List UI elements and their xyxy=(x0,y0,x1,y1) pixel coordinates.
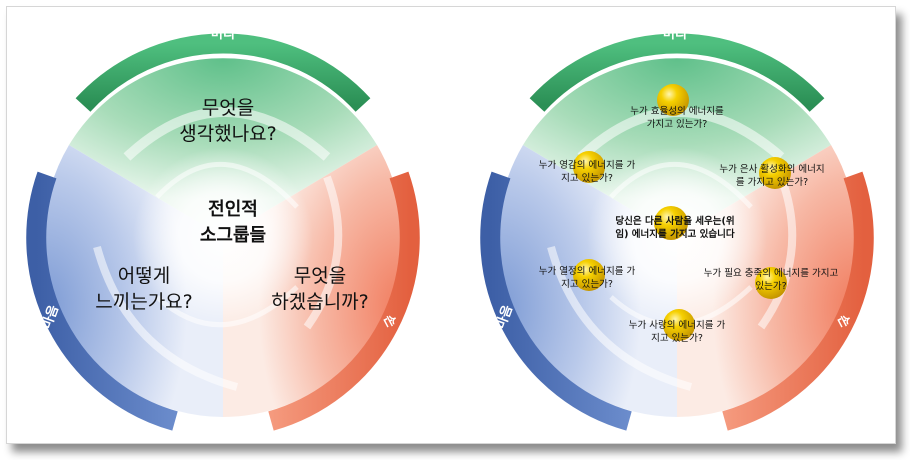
ball-center xyxy=(654,206,688,240)
left-arc-head xyxy=(75,33,371,112)
right-diagram xyxy=(480,33,874,431)
left-diagram xyxy=(26,33,420,431)
left-center-glow xyxy=(133,147,313,327)
ball-upper-right xyxy=(759,157,791,189)
right-arc-heart xyxy=(480,171,632,431)
diagram-canvas xyxy=(26,33,874,431)
left-arc-heart xyxy=(26,171,178,431)
right-arc-head xyxy=(529,33,825,112)
right-arc-hand xyxy=(722,171,874,431)
ball-lower-right xyxy=(755,267,787,299)
ball-top xyxy=(657,84,689,116)
ball-upper-left xyxy=(573,151,605,183)
ball-lower-left xyxy=(573,259,605,291)
figure-frame: 머리 마음 손 무엇을 생각했나요? 전인적 소그룹들 어떻게 느끼는가요? 무… xyxy=(6,6,896,444)
left-arc-hand xyxy=(268,171,420,431)
ball-bottom xyxy=(663,309,695,341)
